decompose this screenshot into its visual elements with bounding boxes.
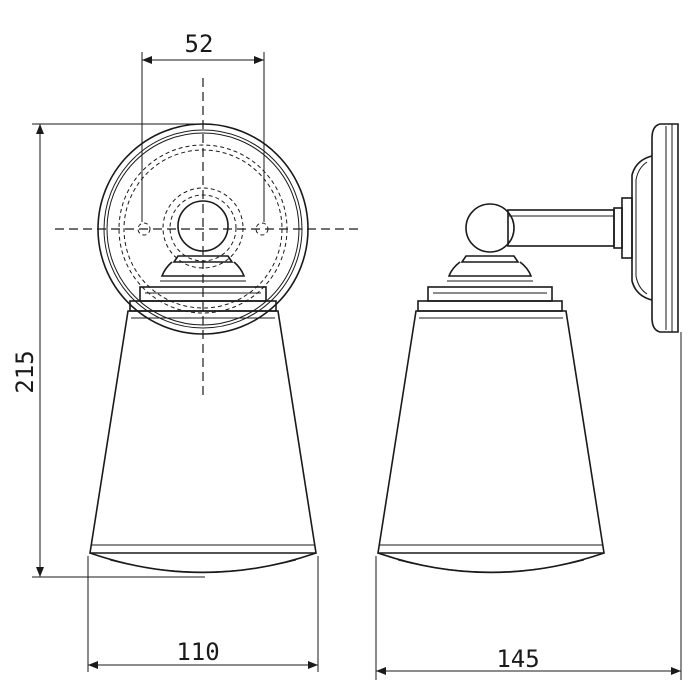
dimension-label-depth: 145 <box>496 645 539 673</box>
side-ball <box>465 203 515 253</box>
front-boss-outer <box>162 187 244 269</box>
side-wallplate-boss <box>631 155 653 301</box>
dimension-height: 215 <box>11 123 205 578</box>
side-cup <box>460 255 520 263</box>
side-arm <box>507 209 615 247</box>
side-wallplate <box>651 123 679 333</box>
dimension-label-height: 215 <box>11 350 39 393</box>
dimension-depth: 145 <box>375 332 682 680</box>
front-shade-bottom <box>89 552 317 574</box>
side-shade-bottom <box>377 552 605 574</box>
dimension-width: 110 <box>87 556 319 672</box>
side-shade <box>377 310 605 554</box>
side-view <box>377 123 679 574</box>
dimension-hole-spacing: 52 <box>141 30 265 222</box>
front-screw-hole-left <box>137 222 151 236</box>
front-cup-base <box>160 261 246 277</box>
side-gallery <box>427 286 553 302</box>
dimension-label-hole-spacing: 52 <box>185 30 214 58</box>
front-view <box>55 78 362 574</box>
dimension-label-width: 110 <box>176 638 219 666</box>
side-arm-collar <box>621 197 633 259</box>
front-cup <box>172 255 234 263</box>
